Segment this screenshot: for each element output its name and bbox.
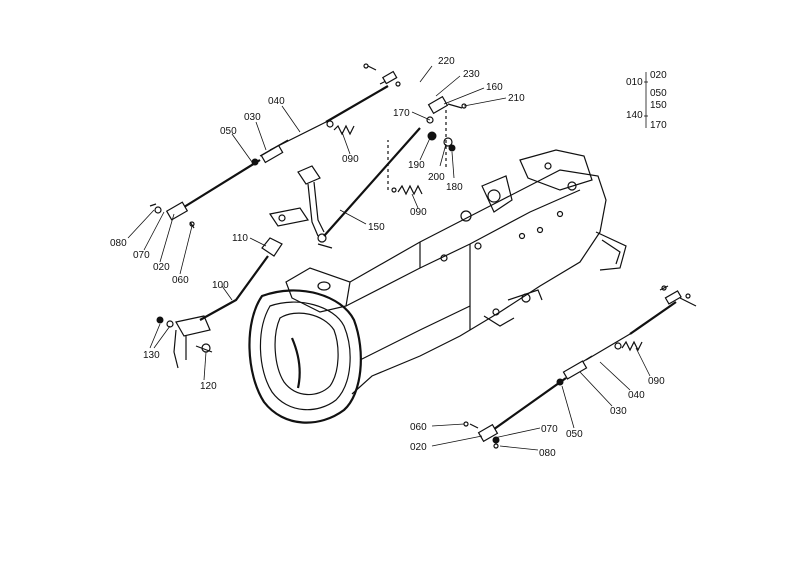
label-130: 130 <box>143 350 160 361</box>
lever-assembly <box>156 237 283 369</box>
lower-right-linkage <box>463 285 697 449</box>
label-050-upper: 050 <box>220 126 237 137</box>
label-020-lower: 020 <box>410 442 427 453</box>
legend-150: 150 <box>650 100 667 111</box>
label-080-upper: 080 <box>110 238 127 249</box>
label-090-lower: 090 <box>648 376 665 387</box>
label-150: 150 <box>368 222 385 233</box>
legend-010: 010 <box>626 77 643 88</box>
label-070-upper: 070 <box>133 250 150 261</box>
label-220: 220 <box>438 56 455 67</box>
label-060-lower: 060 <box>410 422 427 433</box>
label-030-lower: 030 <box>610 406 627 417</box>
part-labels: 220 230 160 210 170 190 200 180 090 090 … <box>110 56 665 459</box>
label-160: 160 <box>486 82 503 93</box>
assembly-legend: 010 020 050 150 140 170 <box>626 70 667 131</box>
legend-170: 170 <box>650 120 667 131</box>
label-090-middle: 090 <box>410 207 427 218</box>
top-middle-parts <box>387 95 467 196</box>
label-070-lower: 070 <box>541 424 558 435</box>
label-060-upper: 060 <box>172 275 189 286</box>
transmission-housing <box>248 149 627 424</box>
label-230: 230 <box>463 69 480 80</box>
label-210: 210 <box>508 93 525 104</box>
label-050-lower: 050 <box>566 429 583 440</box>
label-120: 120 <box>200 381 217 392</box>
label-080-lower: 080 <box>539 448 556 459</box>
legend-140: 140 <box>626 110 643 121</box>
label-110: 110 <box>232 233 248 244</box>
leader-lines <box>127 65 651 451</box>
legend-050: 050 <box>650 88 667 99</box>
label-030-upper: 030 <box>244 112 261 123</box>
upper-left-linkage <box>149 63 401 229</box>
pedal-assembly <box>269 127 421 249</box>
label-040-lower: 040 <box>628 390 645 401</box>
label-170-top: 170 <box>393 108 410 119</box>
label-200: 200 <box>428 172 445 183</box>
label-040-upper: 040 <box>268 96 285 107</box>
label-090-upper: 090 <box>342 154 359 165</box>
label-180: 180 <box>446 182 463 193</box>
label-020-upper: 020 <box>153 262 170 273</box>
legend-020: 020 <box>650 70 667 81</box>
label-190: 190 <box>408 160 425 171</box>
label-100: 100 <box>212 280 229 291</box>
